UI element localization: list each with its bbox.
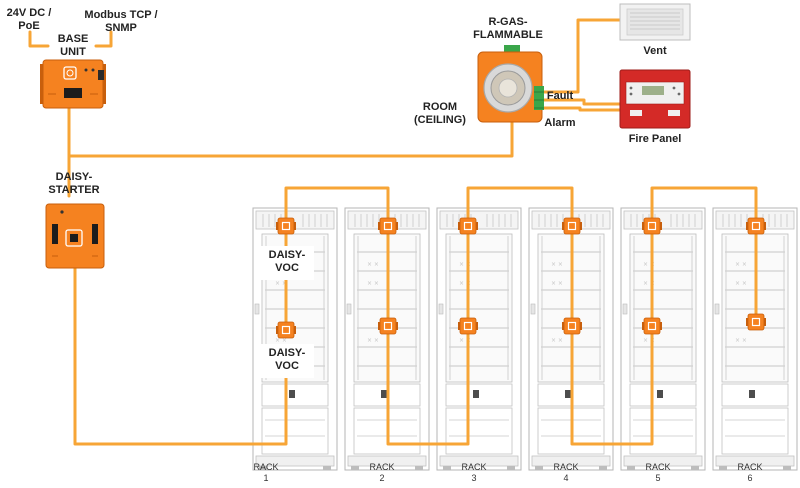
voc-sensor-node-icon: [745, 313, 767, 331]
room-label: ROOM (CEILING): [408, 101, 472, 127]
voc-sensor-node-icon: [641, 317, 663, 335]
fire-panel-label: Fire Panel: [628, 133, 682, 145]
power-label: 24V DC / PoE: [6, 7, 52, 33]
label-backing: [260, 246, 314, 280]
rack-label-number: 1: [263, 473, 269, 483]
voc-sensor-node-icon: [745, 217, 767, 235]
base-unit-device-icon: [40, 59, 106, 109]
voc-sensor-node-icon: [377, 317, 399, 335]
daisy-voc-label-line: DAISY-: [268, 347, 306, 359]
daisy-voc-label-line: VOC: [275, 262, 299, 274]
power-label-line: 24V DC /: [6, 7, 52, 19]
voc-sensor-node-icon: [457, 217, 479, 235]
rack1-rack2-top-link: [284, 186, 390, 224]
vent-icon: [619, 3, 691, 41]
rack-label-name: RACK: [369, 462, 395, 472]
rack-3: [436, 207, 522, 471]
starter-to-rack-cable: [73, 266, 288, 446]
power-cable: [28, 30, 50, 48]
rack-label-4: RACK 4: [546, 462, 586, 484]
rack-label-name: RACK: [553, 462, 579, 472]
sensor-label: R-GAS- FLAMMABLE: [466, 16, 550, 42]
voc-sensor-node-icon: [275, 321, 297, 339]
rack-row: [252, 207, 798, 471]
base-unit-label: BASE UNIT: [48, 33, 98, 59]
sensor-label-line: R-GAS-: [488, 16, 528, 28]
fire-panel-icon: [619, 69, 691, 129]
daisy-voc-label: DAISY- VOC: [260, 249, 314, 275]
modbus-cable: [94, 30, 113, 48]
rack-label-number: 6: [747, 473, 753, 483]
rack-label-name: RACK: [645, 462, 671, 472]
voc-sensor-node-icon: [377, 217, 399, 235]
base-to-sensor-cable: [67, 106, 514, 158]
rack-5: [620, 207, 706, 471]
daisy-starter-label-line: DAISY-: [55, 171, 93, 183]
rack-label-number: 3: [471, 473, 477, 483]
room-label-line: ROOM: [422, 101, 458, 113]
rack-label-5: RACK 5: [638, 462, 678, 484]
base-unit-label-line: BASE: [57, 33, 89, 45]
rack-label-name: RACK: [461, 462, 487, 472]
daisy-starter-label: DAISY- STARTER: [42, 171, 106, 197]
fault-label: Fault: [546, 90, 574, 102]
rack3-rack4-top-link: [466, 186, 574, 224]
rack-label-name: RACK: [253, 462, 279, 472]
label-backing: [260, 344, 314, 378]
power-label-line: PoE: [18, 20, 40, 32]
rack-label-1: RACK 1: [246, 462, 286, 484]
rack4-rack5-bottom-link: [570, 328, 654, 446]
rack-label-2: RACK 2: [362, 462, 402, 484]
rack-label-number: 2: [379, 473, 385, 483]
voc-sensor-node-icon: [641, 217, 663, 235]
rack-label-3: RACK 3: [454, 462, 494, 484]
voc-sensor-node-icon: [457, 317, 479, 335]
rack5-rack6-top-link: [650, 186, 758, 224]
protocol-label-line: Modbus TCP /: [84, 9, 158, 21]
daisy-voc-label: DAISY- VOC: [260, 347, 314, 373]
vent-cable: [540, 18, 622, 94]
rack-label-number: 4: [563, 473, 569, 483]
voc-sensor-node-icon: [275, 217, 297, 235]
alarm-label: Alarm: [544, 117, 576, 129]
protocol-label: Modbus TCP / SNMP: [84, 9, 158, 35]
daisy-starter-label-line: STARTER: [48, 184, 100, 196]
fire-panel-alarm-cable: [540, 106, 622, 112]
daisy-voc-label-line: VOC: [275, 360, 299, 372]
rack-label-6: RACK 6: [730, 462, 770, 484]
voc-sensor-node-icon: [561, 317, 583, 335]
fire-panel-fault-cable: [540, 98, 622, 106]
rack2-rack3-bottom-link: [386, 328, 470, 446]
daisy-voc-label-line: DAISY-: [268, 249, 306, 261]
daisy-starter-device-icon: [45, 203, 105, 269]
protocol-label-line: SNMP: [105, 22, 137, 34]
rack-label-number: 5: [655, 473, 661, 483]
gas-sensor-icon: [477, 45, 544, 123]
base-unit-label-line: UNIT: [60, 46, 86, 58]
vent-label: Vent: [643, 45, 667, 57]
sensor-label-line: FLAMMABLE: [473, 29, 543, 41]
room-label-line: (CEILING): [414, 114, 466, 126]
voc-sensor-node-icon: [561, 217, 583, 235]
rack-label-name: RACK: [737, 462, 763, 472]
